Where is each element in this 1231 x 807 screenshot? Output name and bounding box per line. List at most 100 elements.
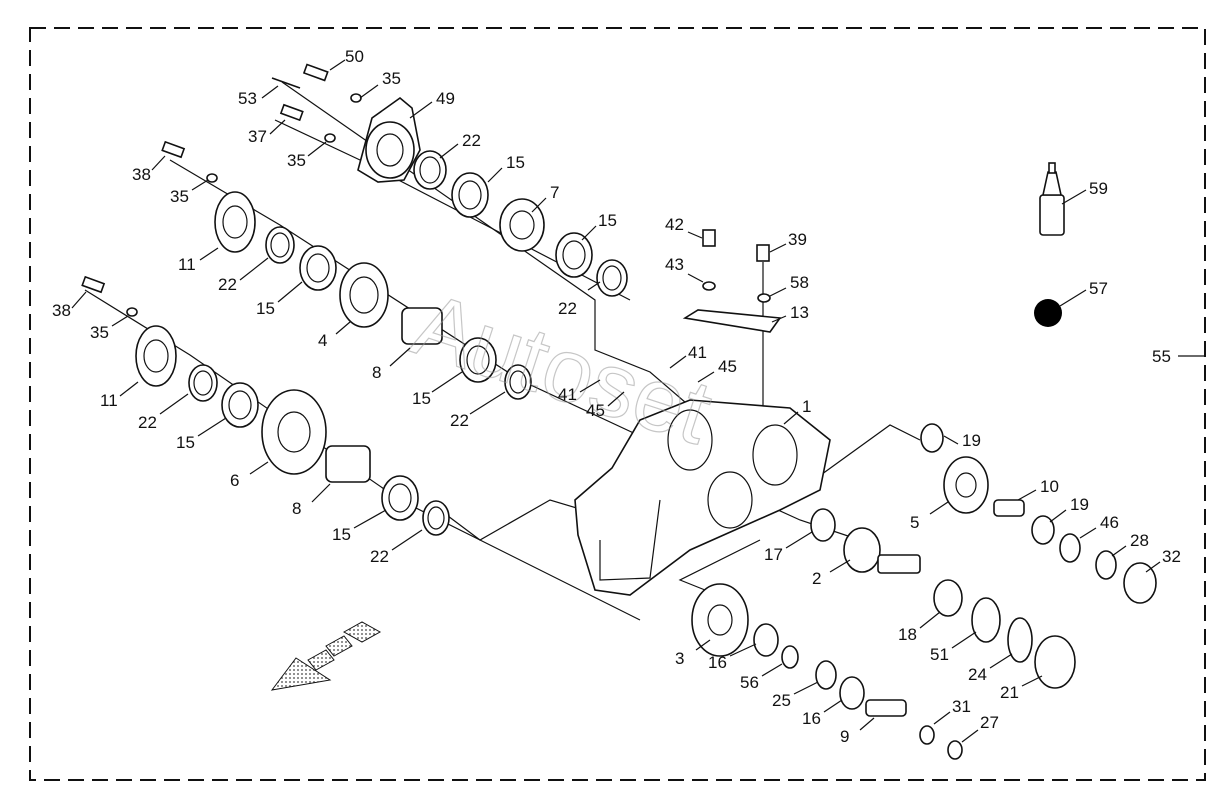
callout-c-22e: 22 xyxy=(138,413,157,432)
leader-line-c-41a xyxy=(669,355,687,369)
callout-c-35d: 35 xyxy=(90,323,109,342)
right-side-components xyxy=(691,229,1157,760)
callout-c-37: 37 xyxy=(248,127,267,146)
callout-c-15a: 15 xyxy=(506,153,525,172)
callout-c-7: 7 xyxy=(550,183,559,202)
leader-line-c-15c xyxy=(277,281,303,303)
callout-c-38a: 38 xyxy=(132,165,151,184)
callout-c-16b: 16 xyxy=(802,709,821,728)
callout-c-51: 51 xyxy=(930,645,949,664)
callout-c-16a: 16 xyxy=(708,653,727,672)
leader-line-c-13 xyxy=(771,315,787,323)
leader-line-c-22c xyxy=(587,281,601,291)
leader-line-c-15b xyxy=(581,225,597,241)
gearbox-housing-1 xyxy=(574,399,831,596)
leader-line-c-6 xyxy=(249,461,269,475)
leader-line-c-39 xyxy=(769,243,787,253)
leader-line-c-45a xyxy=(697,371,715,383)
callout-c-9: 9 xyxy=(840,727,849,746)
callout-c-22f: 22 xyxy=(370,547,389,566)
callout-c-22b: 22 xyxy=(218,275,237,294)
leader-line-c-22b xyxy=(239,257,269,281)
leader-line-c-57 xyxy=(1059,289,1087,307)
leader-line-c-32 xyxy=(1145,561,1161,573)
leader-line-c-24 xyxy=(989,653,1013,669)
leader-line-c-56 xyxy=(761,663,783,677)
leader-line-c-15a xyxy=(487,167,503,183)
leader-line-c-37 xyxy=(269,119,286,135)
callout-c-39: 39 xyxy=(788,230,807,249)
front-direction-arrow xyxy=(270,621,382,691)
leader-line-c-19a xyxy=(943,435,959,445)
leader-line-c-11b xyxy=(119,381,139,397)
callout-c-45b: 45 xyxy=(586,401,605,420)
callout-c-4: 4 xyxy=(318,331,327,350)
leader-line-c-15f xyxy=(353,509,387,529)
callout-c-49: 49 xyxy=(436,89,455,108)
leader-line-c-41b xyxy=(579,379,601,393)
leader-line-c-5 xyxy=(929,501,949,515)
leader-line-c-50 xyxy=(329,59,346,71)
leader-line-c-8b xyxy=(311,483,331,503)
leader-line-c-15e xyxy=(197,417,227,437)
leader-line-c-16b xyxy=(823,699,843,713)
callout-c-24: 24 xyxy=(968,665,987,684)
leader-line-c-1 xyxy=(783,411,799,425)
leader-line-c-42 xyxy=(687,231,703,239)
leader-line-c-22e xyxy=(159,393,189,415)
leader-line-c-22d xyxy=(469,391,506,415)
leader-line-c-18 xyxy=(919,611,941,629)
leader-line-c-43 xyxy=(687,273,704,283)
leader-line-c-22a xyxy=(439,143,459,159)
callout-c-32: 32 xyxy=(1162,547,1181,566)
leader-line-c-28 xyxy=(1111,545,1127,557)
lower-shaft-components xyxy=(135,325,450,536)
leader-line-c-11a xyxy=(199,247,219,261)
callout-c-28: 28 xyxy=(1130,531,1149,550)
callout-c-22c: 22 xyxy=(558,299,577,318)
callout-c-53: 53 xyxy=(238,89,257,108)
callout-c-19a: 19 xyxy=(962,431,981,450)
leader-line-c-27 xyxy=(961,729,979,743)
callout-c-35a: 35 xyxy=(382,69,401,88)
ball-57 xyxy=(1034,299,1062,327)
leader-line-c-17 xyxy=(785,531,813,549)
callout-c-58: 58 xyxy=(790,273,809,292)
callout-c-15b: 15 xyxy=(598,211,617,230)
callout-c-21: 21 xyxy=(1000,683,1019,702)
callout-c-5: 5 xyxy=(910,513,919,532)
callout-c-1: 1 xyxy=(802,397,811,416)
callout-c-15d: 15 xyxy=(412,389,431,408)
leader-line-c-10 xyxy=(1017,489,1037,501)
callout-c-59: 59 xyxy=(1089,179,1108,198)
leader-line-c-59 xyxy=(1061,189,1087,205)
callout-c-35b: 35 xyxy=(287,151,306,170)
leader-line-c-58 xyxy=(769,287,787,297)
callout-c-2: 2 xyxy=(812,569,821,588)
leader-line-c-21 xyxy=(1021,675,1043,687)
leader-line-c-7 xyxy=(531,197,547,213)
callout-c-42: 42 xyxy=(665,215,684,234)
leader-line-c-49 xyxy=(409,101,433,119)
callout-c-35c: 35 xyxy=(170,187,189,206)
end-cover-49 xyxy=(357,96,421,183)
kit-boundary-frame xyxy=(29,27,1206,781)
callout-c-22d: 22 xyxy=(450,411,469,430)
callout-c-10: 10 xyxy=(1040,477,1059,496)
leader-line-c-31 xyxy=(933,711,951,725)
leader-line-c-38a xyxy=(151,155,166,171)
sealant-tube-59 xyxy=(1039,162,1065,236)
leader-line-c-35c xyxy=(191,179,209,191)
callout-c-25: 25 xyxy=(772,691,791,710)
callout-c-43: 43 xyxy=(665,255,684,274)
callout-c-31: 31 xyxy=(952,697,971,716)
leader-line-c-25 xyxy=(793,681,819,695)
callout-c-17: 17 xyxy=(764,545,783,564)
leader-line-c-19b xyxy=(1049,509,1067,523)
callout-c-50: 50 xyxy=(345,47,364,66)
callout-c-19b: 19 xyxy=(1070,495,1089,514)
leader-line-c-9 xyxy=(859,717,875,731)
callout-c-38b: 38 xyxy=(52,301,71,320)
